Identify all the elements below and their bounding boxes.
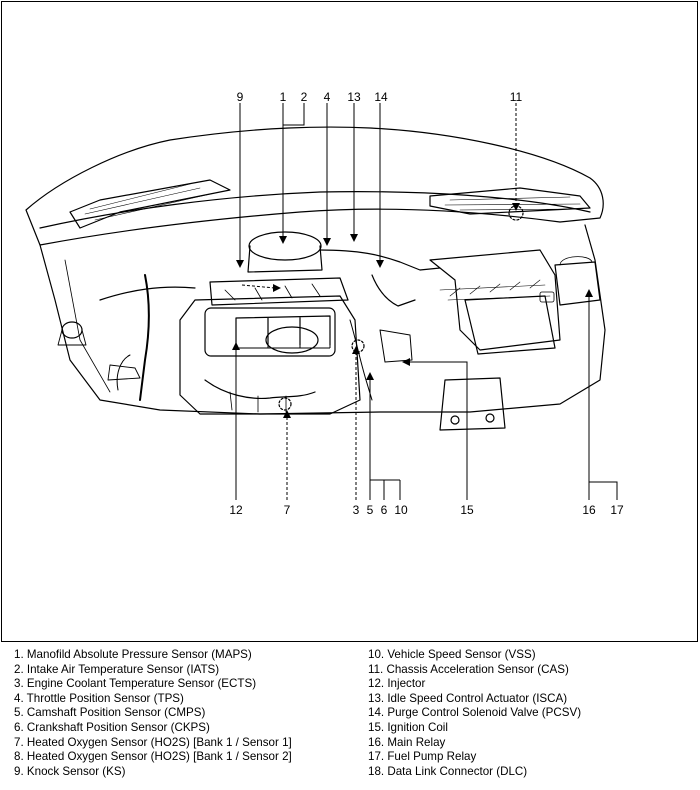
body-outline (39, 224, 606, 415)
callout-14: 14 (374, 90, 388, 104)
callout-15: 15 (460, 503, 474, 517)
callout-4: 4 (324, 90, 331, 104)
callout-17: 17 (610, 503, 624, 517)
legend-item: 11. Chassis Acceleration Sensor (CAS) (368, 662, 569, 676)
callout-10: 10 (394, 503, 408, 517)
battery-tray (439, 377, 506, 431)
legend-item: 14. Purge Control Solenoid Valve (PCSV) (368, 706, 582, 720)
radiator-hose (139, 274, 150, 401)
throttle-body (248, 231, 322, 261)
ho2s-marker (278, 397, 292, 411)
legend-item: 1. Manofild Absolute Pressure Sensor (MA… (14, 648, 252, 661)
legend-item: 15. Ignition Coil (368, 720, 448, 734)
legend-item: 16. Main Relay (368, 735, 446, 749)
left-strut (61, 321, 83, 339)
intake-manifold (209, 277, 349, 306)
legend-item: 8. Heated Oxygen Sensor (HO2S) [Bank 1 /… (14, 750, 292, 764)
intake-hose (319, 249, 441, 271)
oil-filler-cap (265, 326, 319, 354)
legend-item: 10. Vehicle Speed Sensor (VSS) (368, 648, 536, 661)
callout-6: 6 (381, 503, 388, 517)
air-cleaner-box (429, 249, 561, 351)
callout-12: 12 (229, 503, 243, 517)
callout-13: 13 (347, 90, 361, 104)
legend-item: 13. Idle Speed Control Actuator (ISCA) (368, 691, 568, 705)
callout-1: 1 (280, 90, 287, 104)
legend-item: 2. Intake Air Temperature Sensor (IATS) (14, 662, 220, 676)
relay-box (554, 261, 601, 306)
legend-item: 17. Fuel Pump Relay (368, 750, 477, 764)
legend-item: 5. Camshaft Position Sensor (CMPS) (14, 706, 206, 720)
callout-7: 7 (284, 503, 291, 517)
callout-16: 16 (582, 503, 596, 517)
diagram-frame (1, 1, 698, 642)
engine-block (179, 295, 361, 415)
legend-item: 18. Data Link Connector (DLC) (368, 764, 528, 778)
legend-left-column: 1. Manofild Absolute Pressure Sensor (MA… (14, 648, 292, 779)
injector-rail (235, 315, 331, 346)
left-cowl-grille (69, 179, 231, 229)
legend-item: 7. Heated Oxygen Sensor (HO2S) [Bank 1 /… (14, 735, 292, 749)
cylinder-head-cover (204, 307, 336, 357)
hood-outline (25, 126, 604, 246)
legend-item: 9. Knock Sensor (KS) (14, 764, 126, 778)
callout-9: 9 (237, 90, 244, 104)
legend-item: 12. Injector (368, 677, 426, 691)
legend-right-column: 10. Vehicle Speed Sensor (VSS) 11. Chass… (368, 648, 581, 779)
battery (464, 295, 556, 355)
right-cowl-grille (429, 187, 591, 215)
exhaust-manifold (204, 379, 316, 400)
callout-11: 11 (510, 90, 523, 104)
callout-5: 5 (367, 503, 374, 517)
engine-bay-diagram: 1 2 4 9 13 14 11 12 7 3 5 6 10 15 16 17 (25, 90, 624, 517)
legend-item: 4. Throttle Position Sensor (TPS) (14, 691, 184, 705)
legend-item: 6. Crankshaft Position Sensor (CKPS) (14, 720, 210, 734)
callout-3: 3 (353, 503, 360, 517)
legend-item: 3. Engine Coolant Temperature Sensor (EC… (14, 677, 257, 691)
callout-2: 2 (301, 90, 308, 104)
